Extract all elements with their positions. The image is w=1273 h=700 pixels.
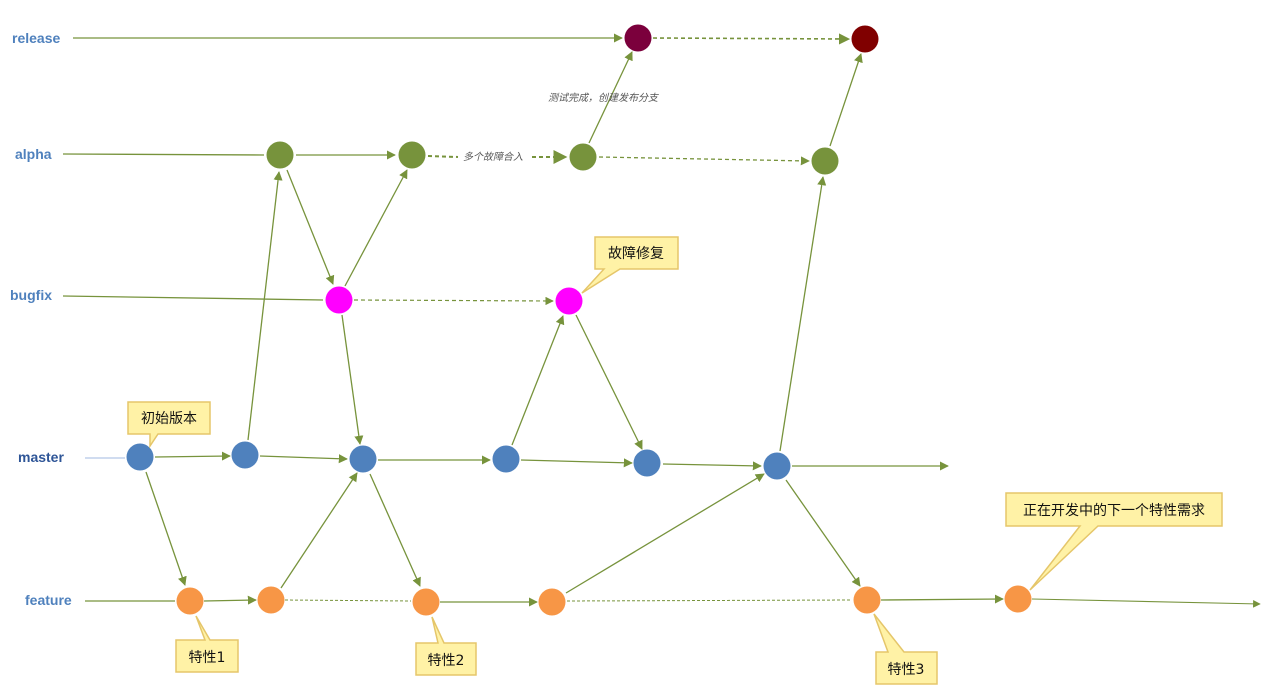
alpha-node-1[interactable] [266,141,294,169]
alpha-to-bugfix-edge [286,169,335,285]
edge-note-merges: 多个故障合入 [463,151,523,163]
feature-node-4[interactable] [538,588,566,616]
master-node-1[interactable] [126,443,154,471]
callout-bugfix: 故障修复 [581,236,679,294]
master-node-4[interactable] [492,445,520,473]
callout-feature1: 特性1 [175,615,239,673]
alpha-edge-2a [427,155,459,158]
alpha-to-release-final-edge [829,53,863,147]
callout-initial: 初始版本 [127,401,211,449]
alpha-to-release-edge [588,51,633,144]
callout-next-feature-text: 正在开发中的下一个特性需求 [1023,503,1205,519]
callout-feature2-text: 特性2 [428,653,465,669]
master-to-alpha-edge-2 [779,176,827,452]
edge-note-release: 测试完成，创建发布分支 [548,92,659,104]
feature-edge-1 [203,595,257,605]
feature-node-6[interactable] [1004,585,1032,613]
release-node-2[interactable] [851,25,879,53]
feature-to-master-edge-2 [565,473,765,594]
master-node-5[interactable] [633,449,661,477]
master-to-alpha-edge-1 [247,171,283,441]
feature-edge-5 [880,594,1004,604]
master-to-bugfix-edge [511,315,565,446]
feature-edge-4 [566,599,853,602]
callout-bugfix-text: 故障修复 [608,245,664,262]
bugfix-node-1[interactable] [325,286,353,314]
alpha-node-4[interactable] [811,147,839,175]
master-edge-1 [154,451,231,461]
callout-next-feature: 正在开发中的下一个特性需求 [1005,492,1223,591]
alpha-node-3[interactable] [569,143,597,171]
branch-label-master: master [18,449,64,465]
branch-label-alpha: alpha [15,146,52,162]
master-to-feature-edge-3 [785,479,861,587]
bugfix-to-master-edge-1 [341,314,364,445]
alpha-edge-3 [598,156,810,166]
callout-feature1-text: 特性1 [189,650,226,666]
feature-node-3[interactable] [412,588,440,616]
master-edge-5 [662,461,762,471]
master-to-feature-edge-2 [369,473,421,587]
master-node-3[interactable] [349,445,377,473]
bugfix-node-2[interactable] [555,287,583,315]
callout-feature3-text: 特性3 [888,662,925,678]
bugfix-to-master-edge-2 [575,314,643,450]
commit-nodes [126,24,1032,616]
feature-edge-6 [1031,598,1261,608]
feature-node-2[interactable] [257,586,285,614]
release-node-1[interactable] [624,24,652,52]
callout-feature3: 特性3 [873,613,938,685]
feature-to-master-edge-1 [280,472,358,589]
release-merge-edge [652,33,851,45]
bugfix-to-alpha-edge [344,169,408,287]
master-edge-4 [520,458,633,468]
alpha-line [62,153,265,156]
branch-label-release: release [12,30,60,46]
master-node-6[interactable] [763,452,791,480]
branch-label-feature: feature [25,592,72,608]
callout-initial-text: 初始版本 [141,410,197,427]
feature-node-5[interactable] [853,586,881,614]
master-node-2[interactable] [231,441,259,469]
feature-node-1[interactable] [176,587,204,615]
master-edge-2 [259,454,348,464]
feature-edge-2 [284,599,412,602]
bugfix-line [62,295,324,301]
bugfix-edge [353,296,554,306]
alpha-node-2[interactable] [398,141,426,169]
edges [62,33,1261,608]
master-to-feature-edge-1 [145,471,187,586]
callout-feature2: 特性2 [415,616,477,676]
branch-label-bugfix: bugfix [10,287,52,303]
